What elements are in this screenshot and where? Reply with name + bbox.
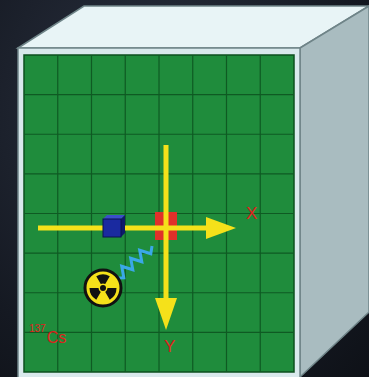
blue-cube — [103, 219, 121, 237]
cube-side — [300, 6, 369, 377]
gamma-ray — [116, 246, 152, 278]
radiation-blade — [105, 288, 116, 300]
radiation-blade — [90, 288, 101, 300]
grid-line — [192, 55, 193, 372]
radiation-disc — [85, 270, 121, 306]
axis-label: X — [246, 205, 257, 222]
grid-line — [260, 55, 261, 372]
isotope-symbol: Cs — [47, 330, 67, 346]
symbols — [38, 145, 236, 330]
y-axis — [164, 145, 169, 302]
radiation-symbol — [85, 270, 121, 306]
radiation-center — [100, 285, 106, 291]
grid-line — [226, 55, 227, 372]
radiation-blade — [96, 275, 110, 285]
grid-line — [24, 253, 294, 254]
grid-panel — [24, 55, 294, 372]
isotope-mass: 137 — [29, 324, 46, 334]
x-arrowhead — [206, 217, 236, 239]
y-arrowhead — [155, 298, 177, 330]
detector-grid — [24, 55, 294, 372]
axis-label: Y — [164, 338, 175, 355]
blue-cube-side — [121, 215, 125, 237]
cube-front — [18, 48, 300, 377]
grid-line — [24, 292, 294, 293]
